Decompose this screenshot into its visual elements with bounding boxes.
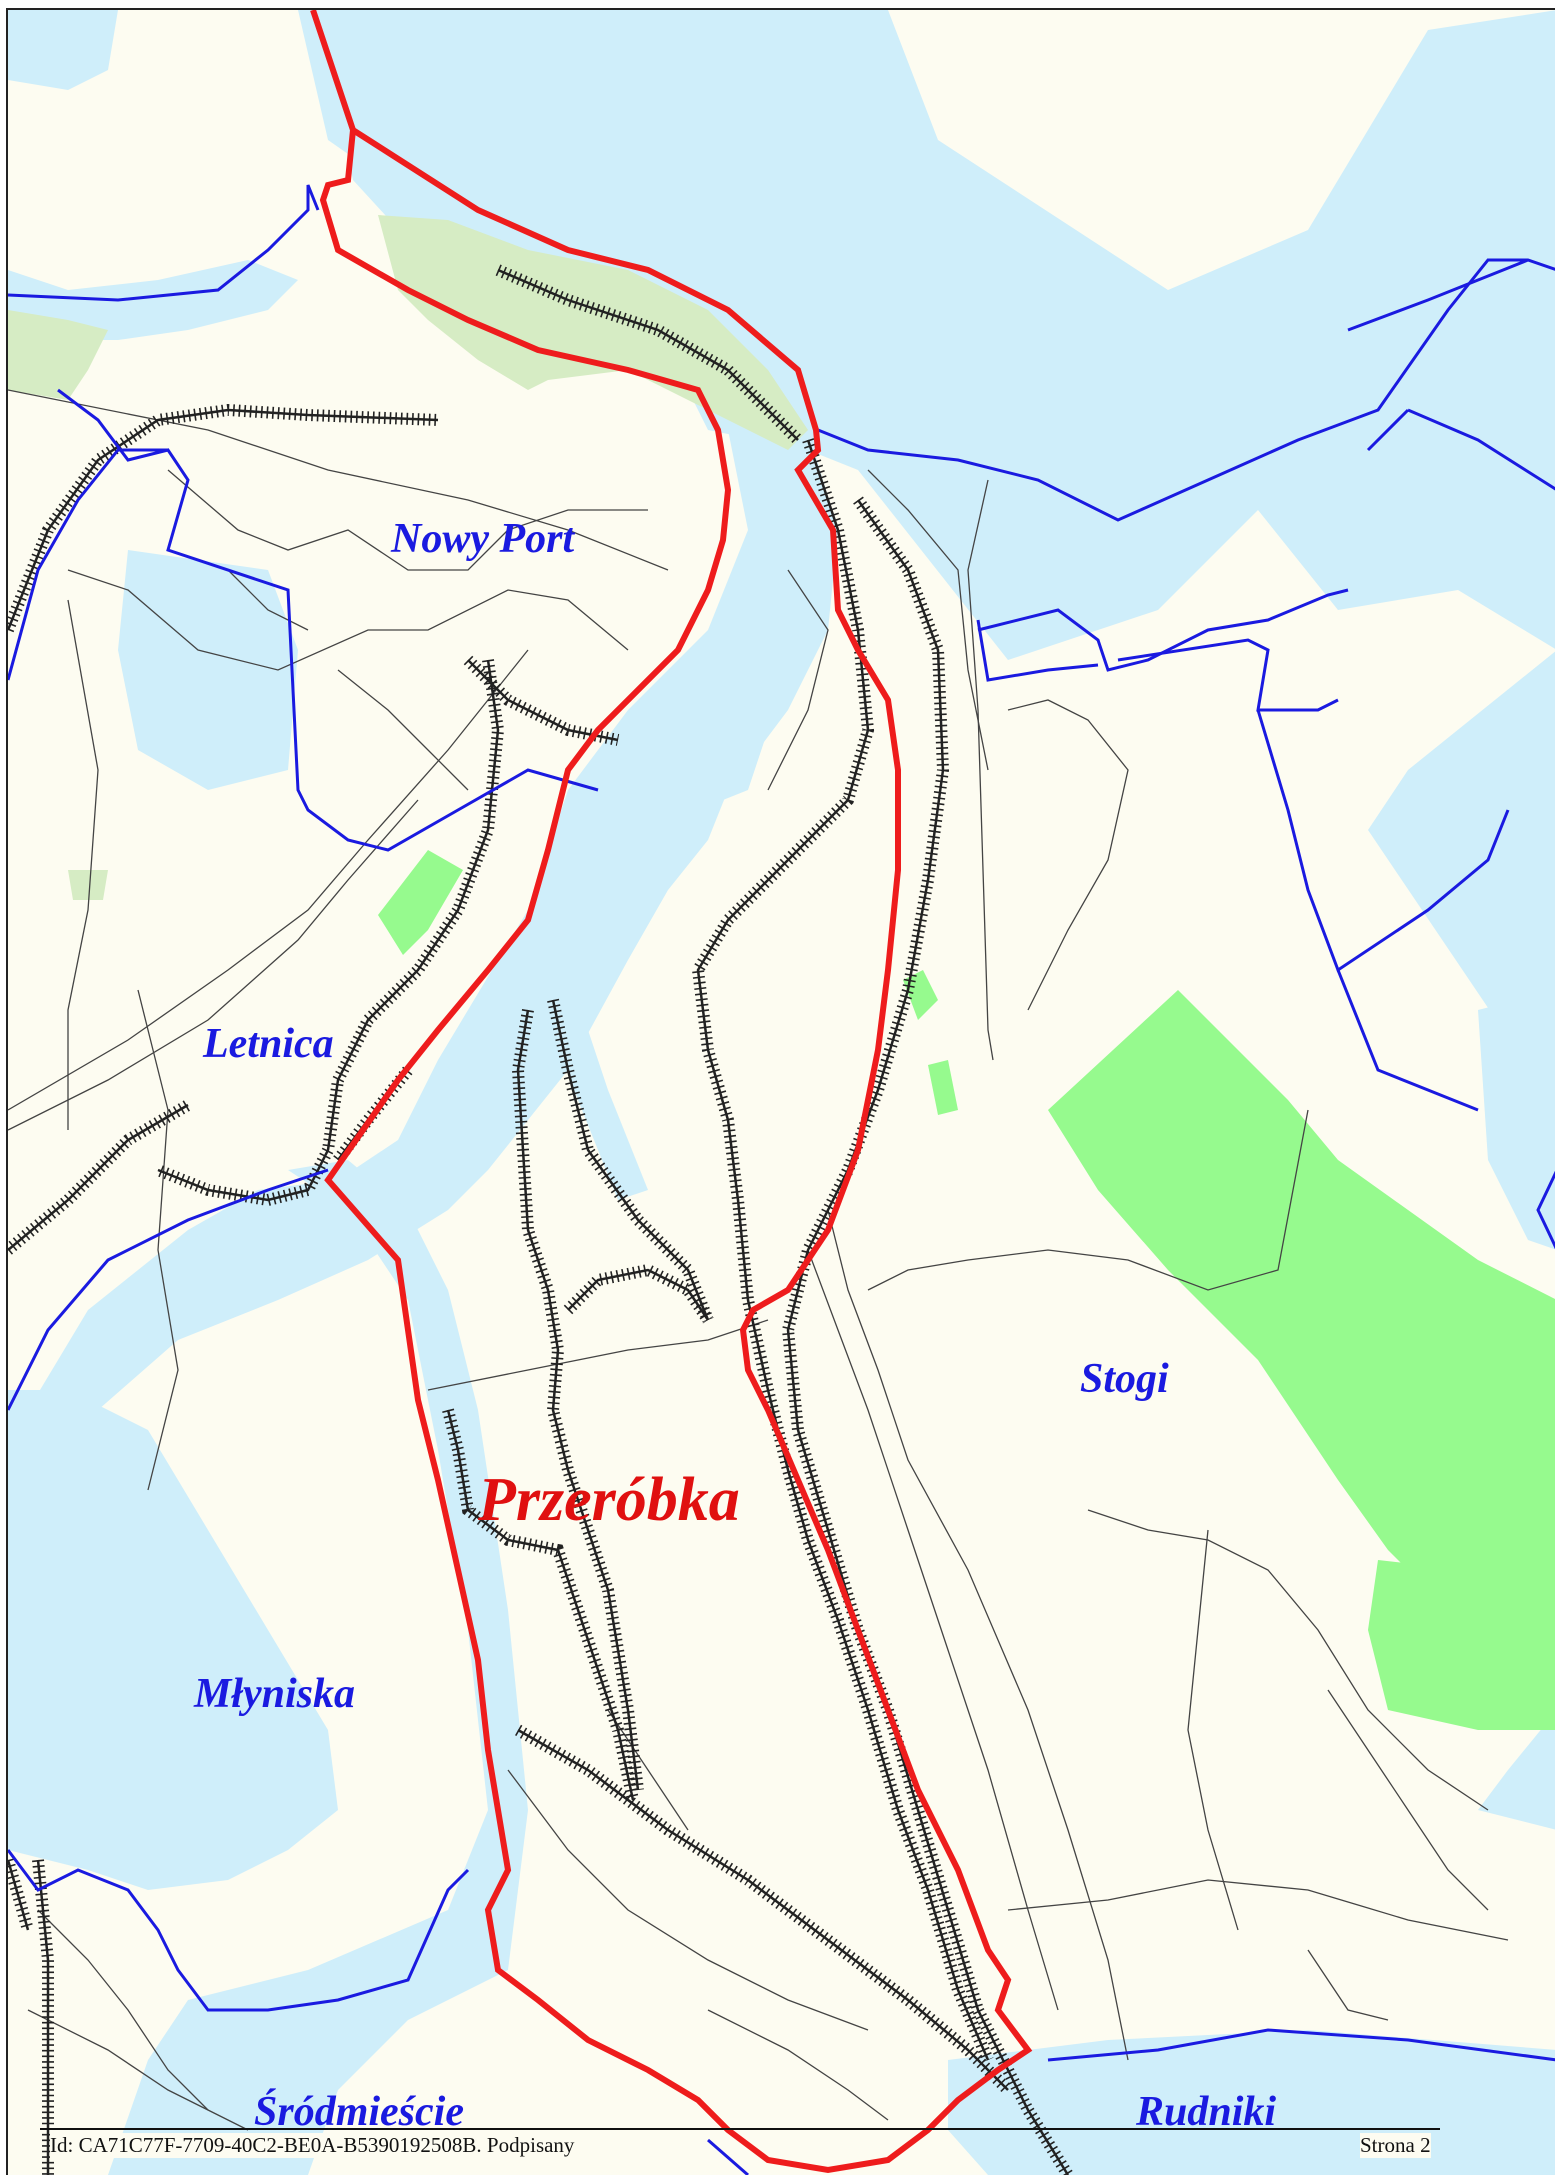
- fort-moat: [648, 700, 768, 810]
- railway-line: [696, 439, 990, 2061]
- district-label-mlyniska: Młyniska: [194, 1671, 356, 1717]
- park-letnica: [378, 850, 463, 955]
- district-label-letnica: Letnica: [203, 1021, 334, 1067]
- railway-ties: [495, 264, 803, 445]
- river-dead-vistula: [8, 70, 838, 1540]
- district-label-stogi: Stogi: [1080, 1356, 1169, 1402]
- canal-south: [108, 1160, 528, 2175]
- district-label-srodmiescie: Śródmieście: [254, 2089, 464, 2135]
- small-basin-west: [118, 550, 298, 790]
- forest-west-2: [68, 870, 108, 900]
- east-canal: [1478, 1712, 1555, 1830]
- water-layer: [8, 10, 1555, 2175]
- park-stogi-1: [1048, 990, 1555, 1620]
- district-boundaries: [8, 184, 1555, 2175]
- west-harbor: [8, 10, 118, 90]
- railway-ties: [463, 655, 620, 746]
- park-stogi-2: [1368, 1560, 1555, 1730]
- railway-ties: [515, 1724, 1013, 2095]
- forest-west-1: [8, 310, 108, 400]
- map-graphic: [8, 10, 1555, 2175]
- bay-upper: [298, 10, 1555, 660]
- small-green-2: [928, 1060, 958, 1115]
- footer-divider: [40, 2128, 1440, 2130]
- railway-line: [786, 499, 1070, 2175]
- railway-ties: [563, 1263, 713, 1324]
- highlighted-district-boundary[interactable]: [310, 10, 1033, 2174]
- road-layer: [8, 389, 1509, 2131]
- railway-ties: [8, 1099, 192, 1255]
- harbor-basins-mlyniska: [8, 1390, 338, 1890]
- map-canvas[interactable]: Nowy Port Letnica Stogi Młyniska Śródmie…: [6, 8, 1555, 2175]
- west-harbor-2: [8, 260, 298, 340]
- page-number-text: Strona 2: [1360, 2133, 1431, 2158]
- railway-ties: [32, 1859, 54, 2175]
- railway-ties: [511, 1009, 644, 1791]
- railway-ties: [781, 496, 1074, 2175]
- railway-ties: [8, 1858, 34, 1932]
- district-label-highlighted: Przeróbka: [478, 1466, 740, 1534]
- railway-line: [8, 1103, 189, 1251]
- railway-ties: [155, 659, 505, 1207]
- railway-line: [567, 1268, 710, 1321]
- document-id-text: Id: CA71C77F-7709-40C2-BE0A-B5390192508B…: [50, 2133, 575, 2158]
- railway-ties: [8, 403, 439, 633]
- railway-ties: [442, 1408, 639, 1802]
- small-green-1: [903, 970, 938, 1020]
- east-bay: [1478, 990, 1555, 1250]
- green-layer: [8, 215, 1555, 1730]
- district-label-rudniki: Rudniki: [1136, 2089, 1277, 2135]
- railway-layer: [8, 264, 1074, 2175]
- district-label-nowy-port: Nowy Port: [391, 516, 575, 562]
- railway-ties: [547, 998, 714, 1323]
